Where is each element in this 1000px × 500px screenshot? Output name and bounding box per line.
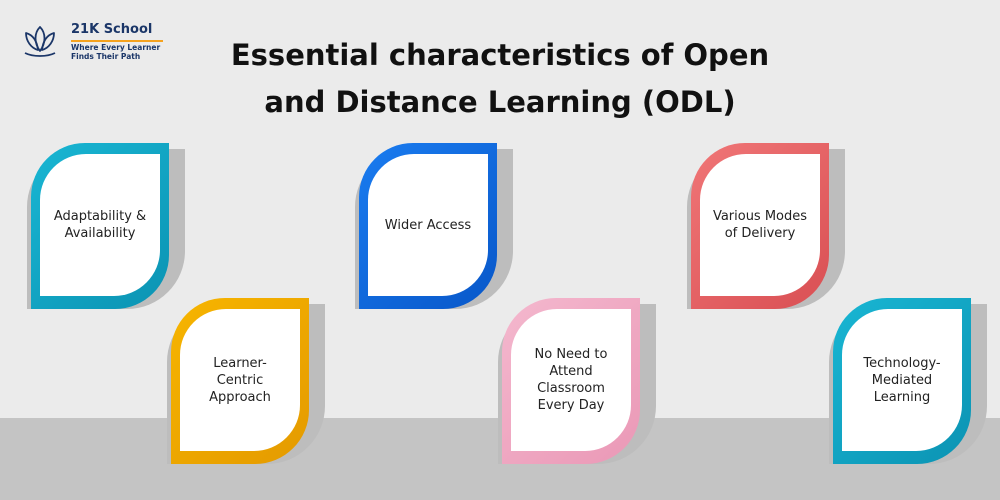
card-label: Various Modes of Delivery <box>712 209 808 241</box>
card-label: Adaptability & Availability <box>53 209 147 241</box>
card-body: Various Modes of Delivery <box>700 154 820 296</box>
card-label: Learner-Centric Approach <box>209 355 271 405</box>
brand-name: 21K School <box>71 22 153 37</box>
card-learner-centric: Learner-Centric Approach <box>167 298 331 470</box>
card-label: Technology-Mediated Learning <box>863 355 941 405</box>
card-body: No Need to Attend Classroom Every Day <box>511 309 631 451</box>
brand-logo: 21K School Where Every Learner Finds The… <box>22 22 182 62</box>
page-title: Essential characteristics of Open and Di… <box>200 32 800 126</box>
brand-underline <box>71 40 163 42</box>
card-label: No Need to Attend Classroom Every Day <box>534 347 608 413</box>
card-no-classroom: No Need to Attend Classroom Every Day <box>498 298 662 470</box>
card-technology-mediated: Technology-Mediated Learning <box>829 298 993 470</box>
page-title-line-1: Essential characteristics of Open <box>230 38 770 72</box>
card-label: Wider Access <box>384 217 472 233</box>
brand-tagline-line-1: Where Every Learner <box>71 43 161 52</box>
card-body: Learner-Centric Approach <box>180 309 300 451</box>
card-modes-of-delivery: Various Modes of Delivery <box>687 143 851 315</box>
brand-tagline: Where Every Learner Finds Their Path <box>71 43 160 61</box>
lotus-icon <box>24 26 56 57</box>
page-title-line-2: and Distance Learning (ODL) <box>264 85 736 119</box>
brand-tagline-line-2: Finds Their Path <box>71 52 141 61</box>
card-body: Wider Access <box>368 154 488 296</box>
card-body: Technology-Mediated Learning <box>842 309 962 451</box>
card-adaptability: Adaptability & Availability <box>27 143 191 315</box>
card-wider-access: Wider Access <box>355 143 519 315</box>
card-body: Adaptability & Availability <box>40 154 160 296</box>
